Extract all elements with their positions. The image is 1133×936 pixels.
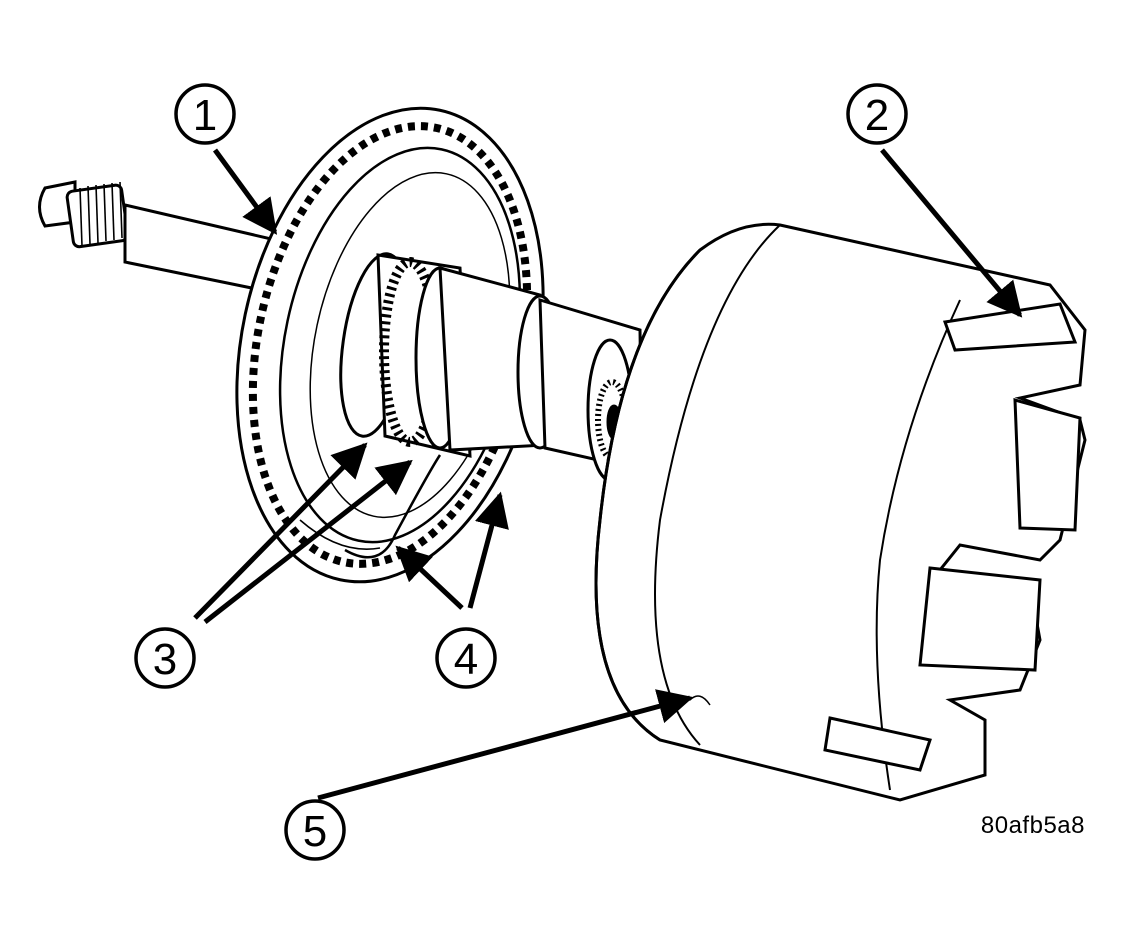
callout-1-label: 1: [193, 91, 217, 140]
drive-shell: [594, 222, 1087, 802]
callout-4-label: 4: [454, 635, 478, 684]
callout-2: 2: [846, 83, 908, 145]
leader-lines: [193, 148, 1023, 801]
figure-code: 80afb5a8: [980, 812, 1085, 839]
callout-5-label: 5: [303, 807, 327, 856]
arrow-5: [317, 689, 694, 801]
arrow-4b: [467, 491, 509, 609]
callout-3: 3: [134, 627, 196, 689]
arrow-1: [212, 148, 278, 235]
arrow-3a: [193, 442, 368, 620]
callout-4: 4: [435, 627, 497, 689]
callout-1: 1: [174, 83, 236, 145]
callout-2-label: 2: [865, 91, 889, 140]
arrow-4a: [395, 545, 464, 610]
arrow-2: [880, 148, 1023, 318]
callout-3-label: 3: [153, 635, 177, 684]
arrow-3b: [203, 459, 413, 624]
callout-5: 5: [284, 799, 346, 861]
